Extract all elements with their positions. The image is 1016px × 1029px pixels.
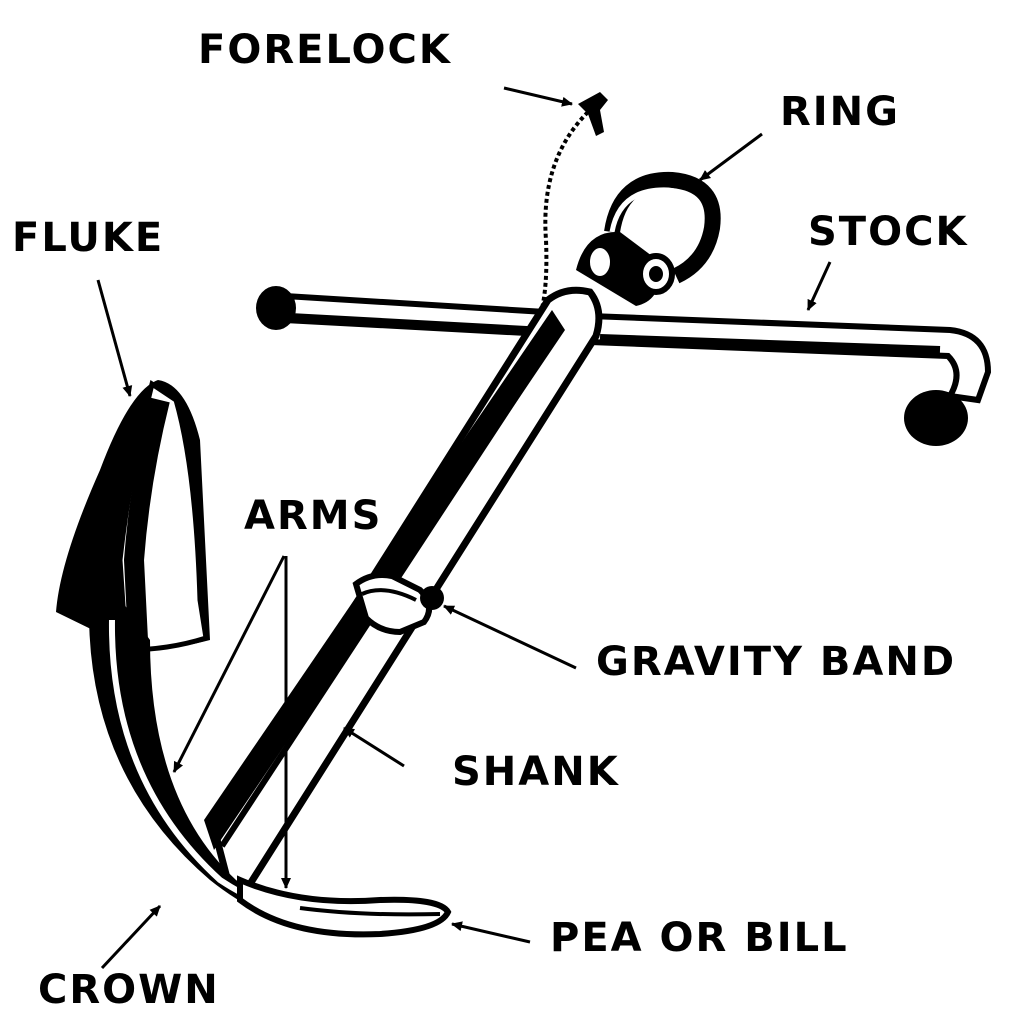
shank-arrow [343, 726, 405, 768]
pea-arrow [451, 921, 531, 944]
label-crown: CROWN [38, 967, 220, 1013]
stock-arrow [806, 261, 832, 311]
label-fluke: FLUKE [12, 215, 165, 261]
arms-arrow-1 [172, 555, 286, 773]
gravity-band-arrow [443, 604, 577, 670]
fluke-and-arms [56, 379, 452, 938]
leader-arrows [96, 86, 832, 970]
forelock-arrow [503, 86, 573, 107]
stock [256, 286, 992, 446]
label-arms: ARMS [244, 493, 383, 539]
forelock [538, 92, 608, 317]
crown-arrow [100, 904, 162, 970]
label-stock: STOCK [808, 209, 969, 255]
label-shank: SHANK [452, 749, 620, 795]
fluke-arrow [96, 279, 133, 397]
ring-arrow [699, 132, 763, 182]
label-ring: RING [780, 89, 900, 135]
label-gravity-band: GRAVITY BAND [596, 639, 957, 685]
ring [576, 171, 721, 306]
label-pea-or-bill: PEA OR BILL [550, 915, 849, 961]
gravity-band [352, 572, 444, 636]
label-forelock: FORELOCK [198, 27, 452, 73]
